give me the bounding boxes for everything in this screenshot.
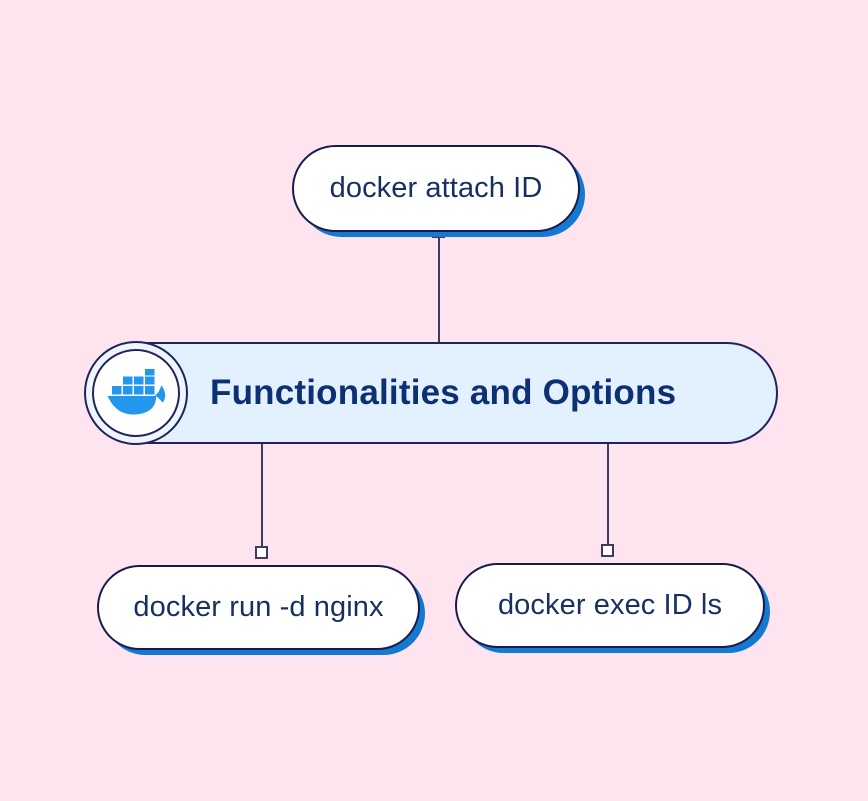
branch-node-run[interactable]: docker run -d nginx xyxy=(97,565,420,650)
docker-logo-circle xyxy=(92,349,180,437)
connector-marker-run xyxy=(255,546,268,559)
docker-whale-logo-icon xyxy=(84,341,188,445)
root-node[interactable]: Functionalities and Options xyxy=(84,341,778,445)
connector-root-to-exec xyxy=(607,443,609,557)
branch-label-exec: docker exec ID ls xyxy=(497,589,723,621)
branch-label-attach: docker attach ID xyxy=(329,172,543,204)
connector-root-to-run xyxy=(261,443,263,559)
root-node-label: Functionalities and Options xyxy=(210,373,677,412)
branch-label-run: docker run -d nginx xyxy=(133,591,384,623)
branch-node-attach[interactable]: docker attach ID xyxy=(292,145,580,232)
branch-node-exec[interactable]: docker exec ID ls xyxy=(455,563,765,648)
connector-marker-exec xyxy=(601,544,614,557)
connector-root-to-attach xyxy=(438,231,440,343)
